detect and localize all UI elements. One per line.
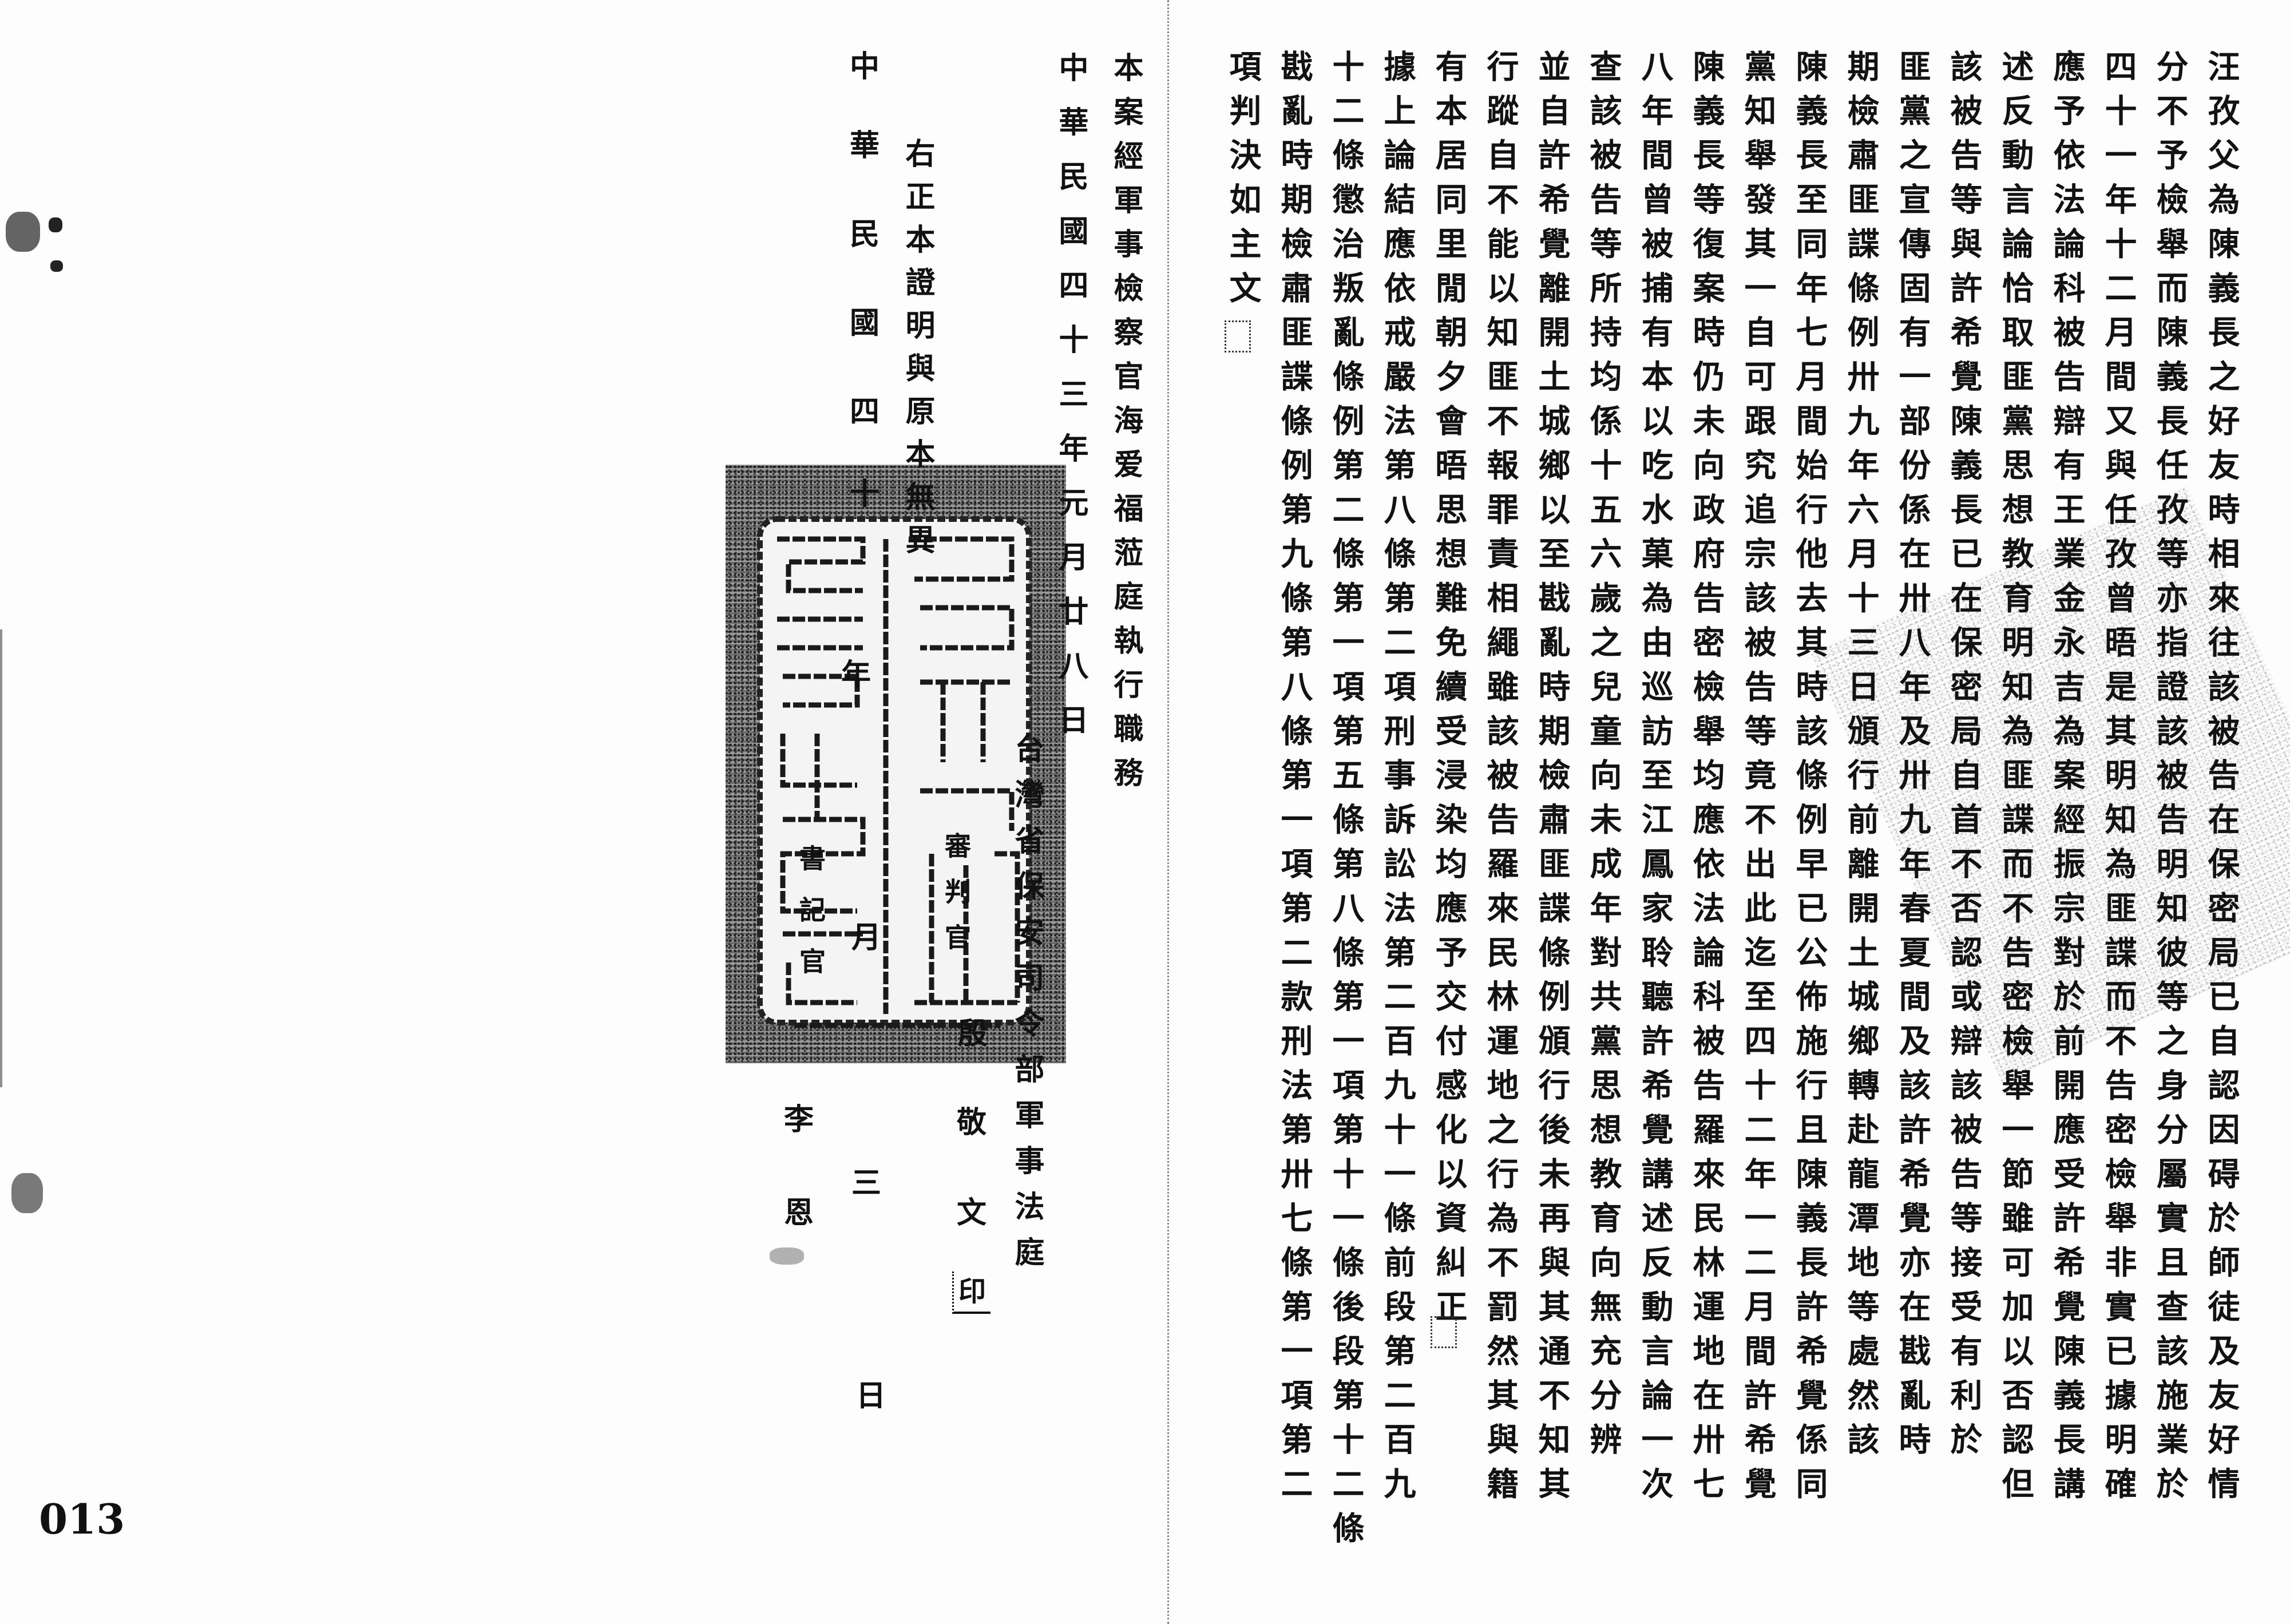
judgment-body: 汪孜父為陳義長之好友時相來往該被告在保密局已自認因碍於師徒及友好情 分不予檢舉而… <box>1217 50 2247 1556</box>
copy-date-char: 月 <box>851 920 882 955</box>
copy-date-char: 四 <box>850 394 880 429</box>
seal-glyphs <box>757 516 1032 1028</box>
copy-date-char: 中 <box>850 49 880 84</box>
text-column: 匪黨之宣傳固有一部份係在卅八年及卅九年春夏間及該許希覺亦在戡亂時 <box>1893 50 1931 1467</box>
judge-name-char: 文 <box>957 1195 987 1230</box>
page-fold-line <box>1167 0 1169 1624</box>
copy-date-char: 三 <box>851 1166 882 1201</box>
text-column: 四十一年十二月間又與任孜曾晤是其明知為匪諜而不告密檢舉非實已據明確 <box>2099 50 2137 1512</box>
scan-blot <box>49 217 62 232</box>
judge-seal-stamp: 印 <box>952 1272 991 1314</box>
copy-date-char: 華 <box>850 128 880 163</box>
copy-date-char: 年 <box>841 657 871 692</box>
judge-name-char: 敬 <box>957 1105 987 1140</box>
copy-date-char: 十 <box>850 477 880 512</box>
scan-edge <box>0 629 2 1087</box>
text-column: 汪孜父為陳義長之好友時相來往該被告在保密局已自認因碍於師徒及友好情 <box>2202 50 2240 1512</box>
text-column: 陳義長至同年七月間始行他去其時該條例早已公佈施行且陳義長許希覺係同 <box>1790 50 1828 1512</box>
text-column: 項判決如主文 <box>1224 50 1262 316</box>
text-column: 黨知舉發其一自可跟究追宗該被告等竟不出此迄至四十二年一二月間許希覺 <box>1739 50 1777 1512</box>
text-column: 據上論結應依戒嚴法第八條第二項刑事訴訟法第二百九十一條前段第二百九 <box>1378 50 1416 1512</box>
text-column: 分不予檢舉而陳義長任孜等亦指證該被告明知彼等之身分屬實且查該施業於 <box>2151 50 2189 1512</box>
text-column: 十二條懲治叛亂條例第二條第一項第五條第八條第一項第十一條後段第十二條 <box>1327 50 1365 1556</box>
judge-title: 審判官 <box>941 832 972 969</box>
scan-blot <box>50 260 63 272</box>
judgment-date: 中華民國四十三年元月廿八日 <box>1053 52 1088 759</box>
correction-stamp <box>1431 1316 1457 1348</box>
scan-blot <box>11 1173 43 1213</box>
judge-name-char: 殷 <box>958 1016 988 1051</box>
official-seal <box>726 465 1066 1063</box>
text-column: 有本居同里閒朝夕會晤思想難免續受浸染均應予交付感化以資糾正 <box>1430 50 1468 1334</box>
copy-date-char: 民 <box>850 217 880 252</box>
scan-blot <box>6 212 40 252</box>
text-column: 並自許希覺離開土城鄉以至戡亂時期檢肅匪諜條例頒行後未再與其通不知其 <box>1533 50 1571 1512</box>
text-column: 應予依法論科被告辯有王業金永吉為案經振宗對於前開應受許希覺陳義長講 <box>2048 50 2086 1512</box>
clerk-stamp-mark <box>770 1247 804 1265</box>
clerk-title: 書記官 <box>795 845 826 999</box>
court-name: 台灣省保安司令部軍事法庭 <box>1009 733 1044 1282</box>
execution-note: 本案經軍事檢察官海爱福蒞庭執行職務 <box>1108 52 1143 801</box>
page-number: 013 <box>39 1495 125 1543</box>
clerk-name-char: 恩 <box>784 1195 814 1230</box>
text-column: 行蹤自不能以知匪不報罪責相繩雖該被告羅來民林運地之行為不罰然其與籍 <box>1481 50 1519 1512</box>
text-column: 述反動言論恰取匪黨思想教育明知為匪諜而不告密檢舉一節雖可加以否認但 <box>1996 50 2034 1512</box>
text-column: 戡亂時期檢肅匪諜條例第九條第八條第一項第二款刑法第卅七條第一項第二 <box>1275 50 1313 1512</box>
copy-date-char: 日 <box>856 1379 886 1413</box>
text-column: 查該被告等所持均係十五六歲之兒童向未成年對共黨思想教育向無充分辨 <box>1584 50 1622 1467</box>
certification-note: 右正本證明與原本無異 <box>900 138 935 567</box>
copy-date-char: 國 <box>850 306 880 340</box>
text-column: 期檢肅匪諜條例卅九年六月十三日頒行前離開土城鄉轉赴龍潭地等處然該 <box>1842 50 1880 1467</box>
text-column: 陳義長等復案時仍未向政府告密檢舉均應依法論科被告羅來民林運地在卅七 <box>1687 50 1725 1512</box>
text-column: 八年間曾被捕有本以吃水菓為由巡訪至江鳳家聆聽許希覺講述反動言論一次 <box>1636 50 1674 1512</box>
text-column: 該被告等與許希覺陳義長已在保密局自首不否認或辯該被告等接受有利於 <box>1945 50 1983 1467</box>
correction-stamp <box>1225 320 1251 352</box>
clerk-name-char: 李 <box>784 1102 814 1137</box>
